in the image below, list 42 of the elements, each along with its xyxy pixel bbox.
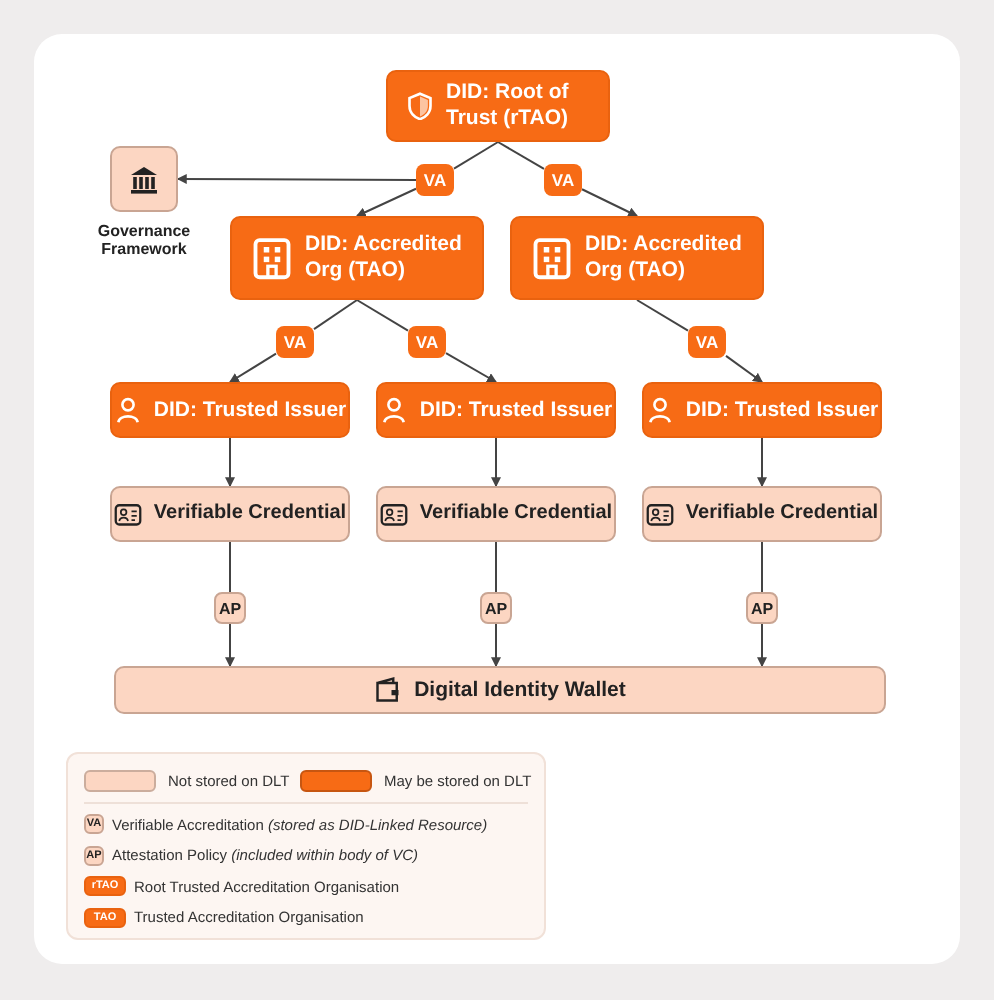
- node-label: Governance Framework: [95, 222, 193, 259]
- node-box: [510, 216, 764, 300]
- badge: AP: [480, 592, 512, 624]
- node-box: [230, 216, 484, 300]
- badge: VA: [408, 326, 446, 358]
- badge: VA: [276, 326, 314, 358]
- node-label: DID: Trusted Issuer: [153, 397, 347, 423]
- node-box: [386, 70, 610, 142]
- arrow: [581, 188, 639, 217]
- node-box: [376, 382, 616, 438]
- node-box: [642, 382, 882, 438]
- node-label: Digital Identity Wallet: [414, 677, 626, 703]
- arrow: [225, 623, 235, 668]
- arrow: [491, 623, 501, 668]
- badge: VA: [688, 326, 726, 358]
- arrow: [225, 437, 235, 488]
- node-label: DID: Trusted Issuer: [685, 397, 879, 423]
- badge: AP: [214, 592, 246, 624]
- node-box: [114, 666, 886, 714]
- arrow: [491, 437, 501, 488]
- icon-box: [110, 146, 178, 212]
- arrow: [757, 437, 767, 488]
- node-box: [110, 382, 350, 438]
- node-box: [642, 486, 882, 542]
- node-label: DID: Accredited Org (TAO): [305, 232, 464, 284]
- node-box: [376, 486, 616, 542]
- arrow: [176, 174, 417, 185]
- node-label: DID: Root of Trust (rTAO): [446, 80, 571, 132]
- node-label: DID: Accredited Org (TAO): [585, 232, 744, 284]
- arrow: [228, 352, 277, 383]
- node-label: Verifiable Credential: [153, 502, 347, 526]
- arrow: [445, 352, 498, 383]
- badge: AP: [746, 592, 778, 624]
- node-label: Verifiable Credential: [685, 502, 879, 526]
- badge: VA: [544, 164, 582, 196]
- badge: VA: [416, 164, 454, 196]
- node-label: Verifiable Credential: [419, 502, 613, 526]
- arrow: [355, 187, 417, 217]
- arrow: [725, 354, 763, 383]
- arrow: [757, 623, 767, 668]
- node-label: DID: Trusted Issuer: [419, 397, 613, 423]
- node-box: [110, 486, 350, 542]
